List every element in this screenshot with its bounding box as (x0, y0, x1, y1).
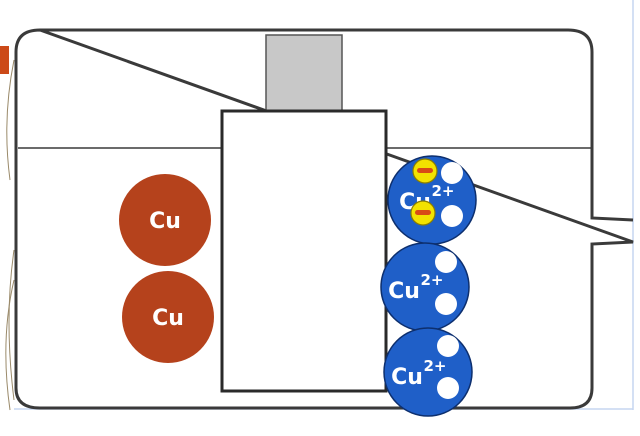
copper-atom: Cu (122, 271, 214, 363)
copper-atom-circle (119, 174, 211, 266)
copper-atom-circle (122, 271, 214, 363)
copper-atom: Cu (119, 174, 211, 266)
electrode-plate (220, 109, 388, 393)
container-outline (14, 28, 634, 410)
copper-ion-charge: 2+ (423, 357, 446, 375)
electron (410, 200, 436, 226)
copper-atom-label: Cu (149, 209, 181, 234)
electron-vacancy-circle (435, 251, 457, 273)
electron-vacancy-circle (437, 377, 459, 399)
copper-ion: Cu 2+ (383, 327, 473, 417)
electron (412, 158, 438, 184)
electrode-rod (265, 34, 343, 112)
copper-ion: Cu 2+ (380, 242, 470, 332)
electron-vacancy-circle (435, 293, 457, 315)
copper-ion-label: Cu (391, 365, 423, 390)
electron-vacancy-circle (441, 205, 463, 227)
electron-vacancy-circle (437, 335, 459, 357)
copper-ion: Cu 2+ (387, 155, 477, 245)
copper-ion-label: Cu (388, 279, 420, 304)
accent-bar (0, 46, 9, 74)
electron-vacancy-circle (441, 162, 463, 184)
copper-atom-label: Cu (152, 306, 184, 331)
decorative-curves (5, 59, 15, 411)
copper-ion-charge: 2+ (420, 271, 443, 289)
copper-ion-charge: 2+ (431, 182, 454, 200)
